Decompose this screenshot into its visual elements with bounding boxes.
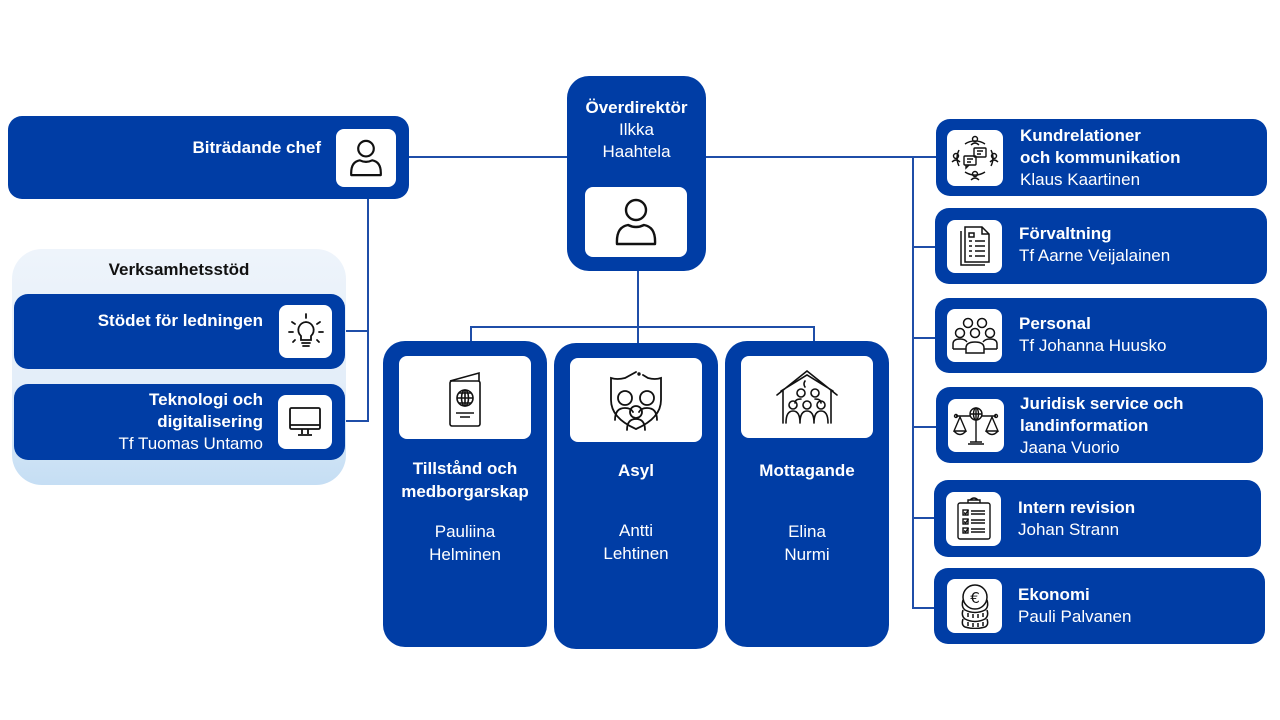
staff-unit-customer-relations-title-1: Kundrelationer bbox=[1020, 126, 1141, 145]
connector-dept-3 bbox=[813, 326, 815, 344]
connector-staff-4 bbox=[912, 426, 937, 428]
director-general-title: Överdirektör bbox=[585, 98, 688, 117]
staff-unit-legal-services-name: Jaana Vuorio bbox=[1020, 438, 1120, 457]
deputy-chief-title: Biträdande chef bbox=[192, 138, 321, 157]
department-permits-title-2: medborgarskap bbox=[401, 482, 529, 501]
connector-deputy-vertical bbox=[367, 198, 369, 421]
connector-staff-1 bbox=[912, 156, 937, 158]
department-asylum-name-2: Lehtinen bbox=[603, 544, 669, 563]
monitor-icon bbox=[278, 395, 332, 449]
staff-unit-internal-audit[interactable]: Intern revision Johan Strann bbox=[934, 480, 1261, 557]
department-reception-name-2: Nurmi bbox=[784, 545, 830, 564]
person-icon bbox=[336, 129, 396, 187]
connector-dept-2 bbox=[637, 326, 639, 344]
department-permits[interactable]: Tillstånd och medborgarskap Pauliina Hel… bbox=[383, 341, 547, 647]
passport-icon bbox=[399, 356, 531, 439]
director-general-name-1: Ilkka bbox=[619, 120, 654, 139]
connector-support-1 bbox=[345, 330, 369, 332]
communication-network-icon bbox=[947, 130, 1003, 186]
connector-top-down bbox=[637, 270, 639, 327]
support-unit-technology-title-1: Teknologi och bbox=[149, 390, 263, 409]
support-unit-technology-name: Tf Tuomas Untamo bbox=[118, 434, 263, 453]
connector-staff-vertical bbox=[912, 156, 914, 609]
svg-text:€: € bbox=[970, 589, 980, 607]
support-unit-management-title: Stödet för ledningen bbox=[97, 311, 263, 330]
staff-unit-personnel[interactable]: Personal Tf Johanna Huusko bbox=[935, 298, 1267, 373]
staff-unit-legal-services[interactable]: Juridisk service och landinformation Jaa… bbox=[936, 387, 1263, 463]
connector-staff-3 bbox=[912, 337, 937, 339]
people-group-icon bbox=[947, 309, 1002, 362]
director-general-box[interactable]: Överdirektör Ilkka Haahtela bbox=[567, 76, 706, 271]
connector-dept-1 bbox=[470, 326, 472, 344]
department-reception-title: Mottagande bbox=[759, 461, 855, 480]
shield-family-icon bbox=[570, 358, 702, 442]
staff-unit-legal-services-title-2: landinformation bbox=[1020, 416, 1149, 435]
connector-staff-2 bbox=[912, 246, 937, 248]
document-icon bbox=[947, 220, 1002, 273]
connector-departments-horizontal bbox=[470, 326, 815, 328]
support-unit-technology-title-2: digitalisering bbox=[157, 412, 263, 431]
connector-staff-6 bbox=[912, 607, 937, 609]
staff-unit-internal-audit-title: Intern revision bbox=[1018, 498, 1136, 517]
scales-globe-icon bbox=[948, 399, 1004, 452]
support-unit-management[interactable]: Stödet för ledningen bbox=[14, 294, 345, 369]
staff-unit-legal-services-title-1: Juridisk service och bbox=[1020, 394, 1184, 413]
department-permits-title-1: Tillstånd och bbox=[412, 459, 518, 478]
staff-unit-administration[interactable]: Förvaltning Tf Aarne Veijalainen bbox=[935, 208, 1267, 284]
director-general-name-2: Haahtela bbox=[602, 142, 671, 161]
staff-unit-customer-relations[interactable]: Kundrelationer och kommunikation Klaus K… bbox=[936, 119, 1267, 196]
deputy-chief-box[interactable]: Biträdande chef bbox=[8, 116, 409, 199]
staff-unit-internal-audit-name: Johan Strann bbox=[1018, 520, 1120, 539]
department-asylum[interactable]: Asyl Antti Lehtinen bbox=[554, 343, 718, 649]
staff-unit-finance-title: Ekonomi bbox=[1018, 585, 1090, 604]
department-permits-name-2: Helminen bbox=[429, 545, 501, 564]
staff-unit-administration-title: Förvaltning bbox=[1019, 224, 1112, 243]
euro-coins-icon: € bbox=[947, 579, 1002, 633]
staff-unit-personnel-name: Tf Johanna Huusko bbox=[1019, 336, 1167, 355]
connector-top-to-staff bbox=[705, 156, 937, 158]
staff-unit-customer-relations-name: Klaus Kaartinen bbox=[1020, 170, 1141, 189]
staff-unit-finance-name: Pauli Palvanen bbox=[1018, 607, 1132, 626]
house-people-icon bbox=[741, 356, 873, 438]
person-icon bbox=[585, 187, 687, 257]
checklist-clipboard-icon bbox=[946, 492, 1001, 546]
department-reception-name-1: Elina bbox=[788, 522, 826, 541]
department-asylum-name-1: Antti bbox=[618, 521, 654, 540]
staff-unit-customer-relations-title-2: och kommunikation bbox=[1020, 148, 1181, 167]
lightbulb-icon bbox=[279, 305, 332, 358]
connector-staff-5 bbox=[912, 517, 937, 519]
support-group-title: Verksamhetsstöd bbox=[108, 260, 250, 279]
connector-support-2 bbox=[345, 420, 369, 422]
support-unit-technology[interactable]: Teknologi och digitalisering Tf Tuomas U… bbox=[14, 384, 345, 460]
staff-unit-finance[interactable]: € Ekonomi Pauli Palvanen bbox=[934, 568, 1265, 644]
connector-deputy-to-top bbox=[408, 156, 568, 158]
department-asylum-title: Asyl bbox=[618, 461, 654, 480]
department-reception[interactable]: Mottagande Elina Nurmi bbox=[725, 341, 889, 647]
staff-unit-administration-name: Tf Aarne Veijalainen bbox=[1019, 246, 1171, 265]
department-permits-name-1: Pauliina bbox=[434, 522, 496, 541]
staff-unit-personnel-title: Personal bbox=[1019, 314, 1091, 333]
